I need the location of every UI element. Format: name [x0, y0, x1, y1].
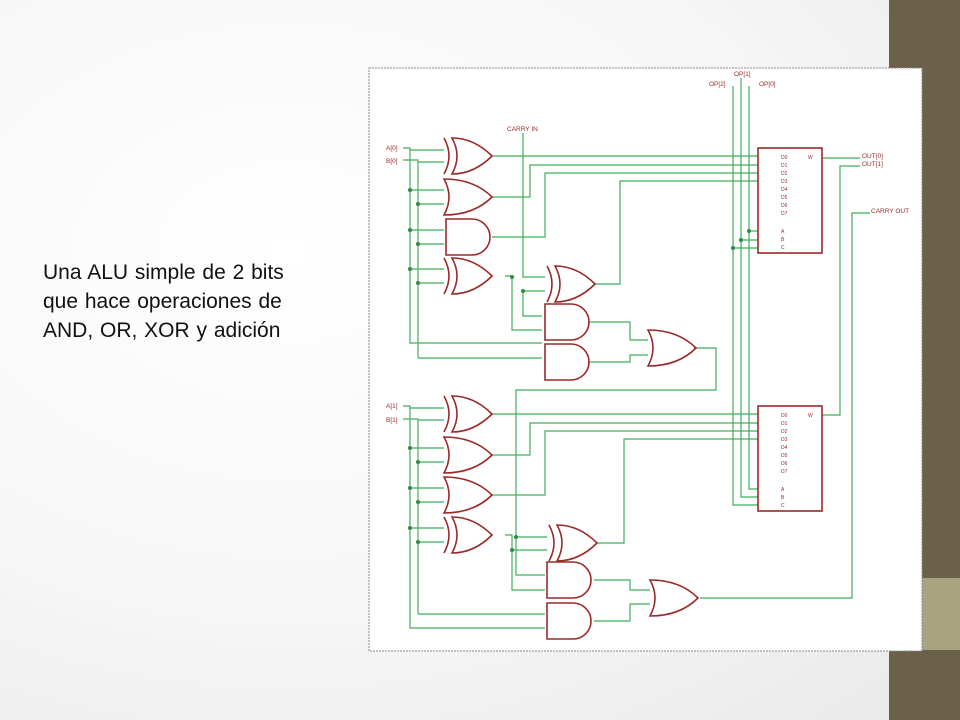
svg-text:A: A — [781, 229, 785, 235]
caption-line-2: que hace operaciones de — [43, 290, 282, 313]
svg-text:C: C — [781, 245, 785, 251]
label-op1: OP[1] — [734, 71, 751, 78]
svg-text:W: W — [808, 155, 813, 161]
svg-text:D7: D7 — [781, 469, 788, 475]
svg-text:D6: D6 — [781, 203, 788, 209]
logic-gates — [443, 137, 823, 640]
svg-text:D3: D3 — [781, 179, 788, 185]
slide-accent-block — [922, 578, 960, 650]
svg-text:W: W — [808, 413, 813, 419]
svg-text:D0: D0 — [781, 155, 788, 161]
mux-bit1 — [757, 405, 823, 512]
label-b1: B[1] — [386, 417, 398, 424]
svg-text:B: B — [781, 237, 785, 243]
label-carry-out: CARRY OUT — [871, 208, 909, 215]
svg-text:D1: D1 — [781, 163, 788, 169]
svg-text:D2: D2 — [781, 429, 788, 435]
svg-text:D6: D6 — [781, 461, 788, 467]
caption-line-3: AND, OR, XOR y adición — [43, 319, 281, 342]
svg-text:B: B — [781, 495, 785, 501]
label-out1: OUT[1] — [862, 161, 883, 168]
svg-text:D5: D5 — [781, 195, 788, 201]
signal-labels: A[0] B[0] A[1] B[1] CARRY IN OP[2] OP[1]… — [386, 71, 909, 424]
svg-text:D4: D4 — [781, 445, 788, 451]
svg-text:A: A — [781, 487, 785, 493]
svg-text:D1: D1 — [781, 421, 788, 427]
caption-line-1: Una ALU simple de 2 bits — [43, 261, 284, 284]
slide-caption: Una ALU simple de 2 bits que hace operac… — [43, 258, 353, 345]
svg-text:D7: D7 — [781, 211, 788, 217]
label-op0: OP[0] — [759, 81, 776, 88]
label-a0: A[0] — [386, 145, 398, 152]
svg-text:D4: D4 — [781, 187, 788, 193]
wires — [403, 78, 870, 629]
label-b0: B[0] — [386, 158, 398, 165]
label-carry-in: CARRY IN — [507, 126, 538, 133]
svg-text:D3: D3 — [781, 437, 788, 443]
label-op2: OP[2] — [709, 81, 726, 88]
svg-text:C: C — [781, 503, 785, 509]
mux-pin-labels: D0 D1 D2 D3 D4 D5 D6 D7 A B C W D0 D1 D2… — [781, 155, 813, 509]
mux-bit0 — [757, 147, 823, 254]
junction-dots — [408, 188, 751, 552]
svg-text:D2: D2 — [781, 171, 788, 177]
label-a1: A[1] — [386, 403, 398, 410]
svg-text:D5: D5 — [781, 453, 788, 459]
svg-text:D0: D0 — [781, 413, 788, 419]
label-out0: OUT[0] — [862, 153, 883, 160]
